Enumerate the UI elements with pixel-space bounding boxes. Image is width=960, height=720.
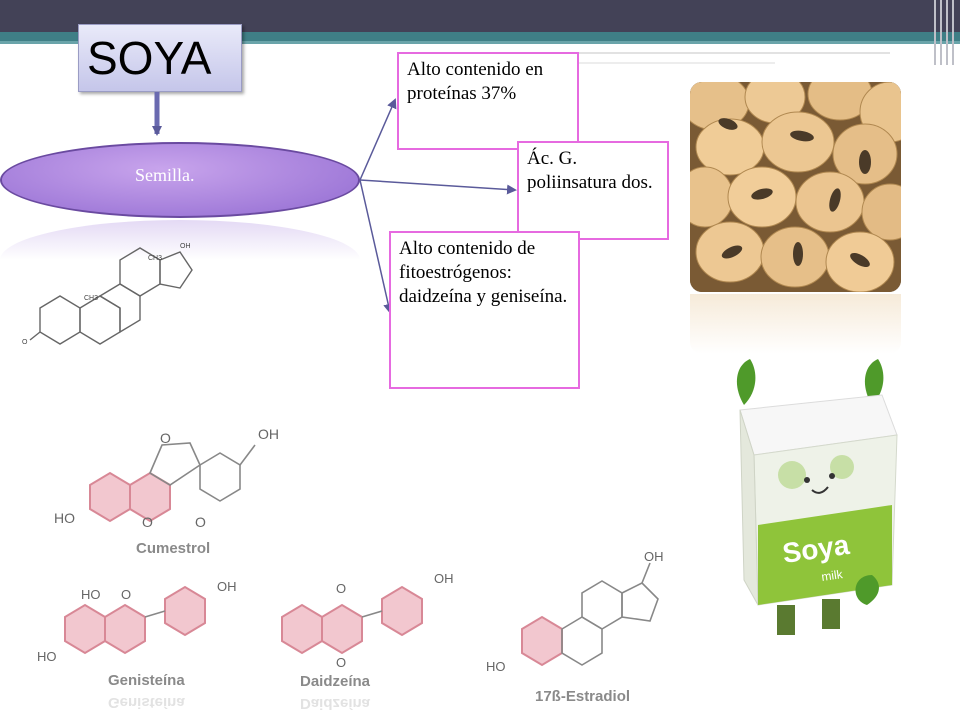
decor-rule	[570, 52, 890, 54]
cumestrol-label: Cumestrol	[136, 540, 211, 557]
svg-text:O: O	[142, 514, 153, 530]
leaf-icon	[736, 359, 884, 405]
protein-box: Alto contenido en proteínas 37%	[397, 52, 579, 150]
svg-text:O: O	[336, 581, 346, 596]
accent-band-light	[0, 41, 960, 44]
genisteina-label-reflection: Genisteína	[108, 694, 185, 711]
estradiol-structure: OH HO	[486, 549, 664, 674]
svg-text:HO: HO	[37, 649, 57, 664]
edge-lines	[930, 0, 960, 65]
phytoestrogens-box: Alto contenido de fitoestrógenos: daidze…	[389, 231, 580, 389]
svg-text:O: O	[336, 655, 346, 670]
decor-rule-2	[570, 62, 775, 64]
page-title: SOYA	[87, 32, 212, 84]
svg-text:OH: OH	[217, 579, 237, 594]
svg-text:HO: HO	[486, 659, 506, 674]
svg-text:O: O	[22, 339, 28, 346]
svg-text:CH3: CH3	[84, 295, 98, 302]
arrow-seed-to-fatty	[359, 179, 517, 195]
accent-band	[0, 32, 960, 41]
svg-text:O: O	[160, 430, 171, 446]
daidzeina-structure: O OH O	[281, 571, 454, 670]
arrow-seed-to-protein	[359, 98, 397, 181]
seed-ellipse	[0, 142, 360, 218]
svg-text:CH3: CH3	[148, 255, 162, 262]
carton-sub: milk	[820, 567, 844, 584]
soybeans-photo	[690, 82, 901, 292]
steroid-structure: CH3 CH3 OH O	[22, 243, 193, 346]
arrow-seed-to-phyto	[359, 179, 394, 314]
svg-text:OH: OH	[258, 426, 279, 442]
genisteina-label: Genisteína	[108, 672, 185, 689]
genisteina-structure: HO O OH HO	[37, 579, 237, 664]
daidzeina-label: Daidzeína	[300, 673, 371, 690]
svg-text:OH: OH	[180, 243, 191, 250]
seed-label: Semilla.	[135, 165, 195, 185]
svg-text:O: O	[195, 514, 206, 530]
svg-text:HO: HO	[54, 510, 75, 526]
svg-text:HO: HO	[81, 587, 101, 602]
soya-milk-carton: Soya milk	[722, 355, 902, 655]
svg-text:O: O	[121, 587, 131, 602]
fatty-acids-box: Ác. G. poliinsatura dos.	[517, 141, 669, 240]
estradiol-label: 17ß-Estradiol	[535, 688, 631, 705]
svg-text:OH: OH	[434, 571, 454, 586]
soybeans-reflection	[690, 294, 901, 354]
cumestrol-structure: O OH HO O O	[54, 426, 279, 530]
title-box: SOYA	[78, 24, 242, 92]
daidzeina-label-reflection: Daidzeína	[300, 695, 371, 712]
svg-text:OH: OH	[644, 549, 664, 564]
